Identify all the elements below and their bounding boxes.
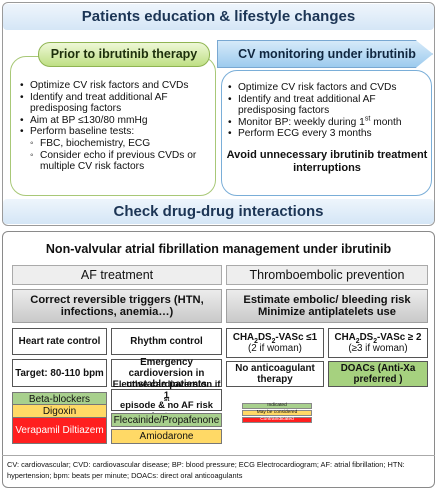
legend-indicated: Indicated <box>242 403 312 409</box>
list-item: Optimize CV risk factors and CVDs <box>228 82 432 94</box>
elective-cardioversion-box: Elective cardioversion if 1st episode & … <box>111 378 222 420</box>
doacs-box: DOACs (Anti-Xa preferred ) <box>328 361 428 387</box>
abbreviations-footnote: CV: cardiovascular; CVD: cardiovascular … <box>2 455 435 488</box>
emergency-cardioversion-box: Emergency cardioversion in unstable pati… <box>111 357 222 390</box>
cha2ds2-vasc-low-box: CHA2DS2-VASc ≤1(2 if woman) <box>226 328 324 358</box>
rhythm-control-box: Rhythm control <box>111 328 222 355</box>
cv-monitoring-header: CV monitoring under ibrutinib <box>217 40 433 68</box>
list-item: Identify and treat additional AF predisp… <box>228 94 432 117</box>
prior-therapy-header: Prior to ibrutinib therapy <box>38 42 210 67</box>
interruption-warning: Avoid unnecessary ibrutinib treatment in… <box>226 149 428 174</box>
list-item: Identify and treat additional AF predisp… <box>20 92 216 115</box>
list-item: Perform baseline tests: <box>20 126 216 138</box>
prior-therapy-list: Optimize CV risk factors and CVDs Identi… <box>20 80 216 173</box>
drug-interactions-title: Check drug-drug interactions <box>3 199 434 224</box>
no-anticoagulant-box: No anticoagulant therapy <box>226 361 324 387</box>
legend-contraindicated: Contraindicated <box>242 417 312 423</box>
education-title: Patients education & lifestyle changes <box>3 4 434 30</box>
cha2ds2-vasc-high-box: CHA2DS2-VASc ≥ 2(≥3 if woman) <box>328 328 428 358</box>
af-treatment-header: AF treatment <box>12 265 222 285</box>
reversible-triggers-box: Correct reversible triggers (HTN, infect… <box>12 289 222 323</box>
heart-rate-control-box: Heart rate control <box>12 328 107 355</box>
embolic-risk-box: Estimate embolic/ bleeding risk Minimize… <box>226 289 428 323</box>
amiodarone-label: Amiodarone <box>111 429 222 444</box>
education-panel <box>2 2 435 226</box>
list-item: FBC, biochemistry, ECG <box>20 138 216 150</box>
list-item: Consider echo if previous CVDs or multip… <box>20 150 216 173</box>
heart-rate-target-box: Target: 80-110 bpm <box>12 359 107 387</box>
af-management-title: Non-valvular atrial fibrillation managem… <box>45 242 392 256</box>
list-item: Optimize CV risk factors and CVDs <box>20 80 216 92</box>
list-item: Aim at BP ≤130/80 mmHg <box>20 115 216 127</box>
cv-monitoring-list: Optimize CV risk factors and CVDs Identi… <box>228 82 432 140</box>
legend-may-be-considered: May be considered <box>242 410 312 416</box>
thromboembolic-header: Thromboembolic prevention <box>226 265 428 285</box>
flecainide-propafenone-label: Flecainide/Propafenone <box>111 413 222 427</box>
af-management-panel <box>2 231 435 488</box>
verapamil-diltiazem-label: Verapamil Diltiazem <box>12 417 107 444</box>
list-item: Monitor BP: weekly during 1st month <box>228 115 432 129</box>
list-item: Perform ECG every 3 months <box>228 128 432 140</box>
